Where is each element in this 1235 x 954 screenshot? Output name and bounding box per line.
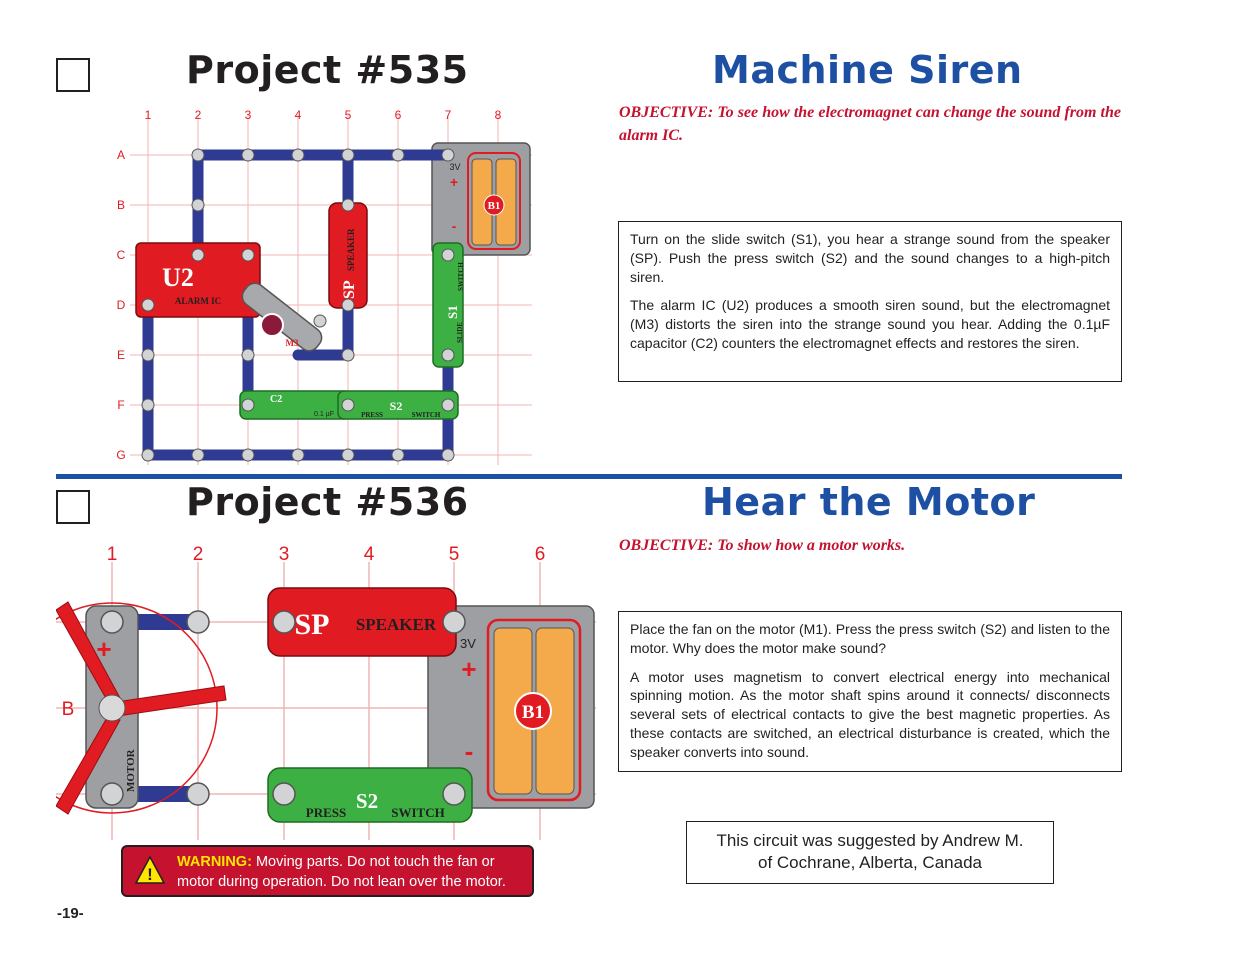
b1-536-minus: -	[465, 736, 474, 766]
row-label-e: E	[117, 348, 125, 362]
warning-label: WARNING:	[177, 854, 252, 870]
battery-b1-536: B1 3V + -	[427, 605, 595, 809]
battery-b1: B1 3V + -	[431, 142, 531, 256]
u2-label: U2	[162, 263, 194, 292]
s2-536-label: S2	[356, 789, 378, 813]
b1-minus: -	[452, 218, 457, 234]
row-label-d: D	[117, 298, 126, 312]
col-label-5: 5	[345, 108, 352, 122]
alarm-ic-u2: U2 ALARM IC	[135, 242, 261, 318]
capacitor-c2: C2 0.1 µF	[239, 390, 351, 420]
project-535-title: Project #535	[186, 48, 469, 92]
col536-label-6: 6	[535, 544, 546, 565]
sp-536-label: SP	[294, 608, 329, 641]
project-535-checkbox[interactable]	[56, 58, 90, 92]
fan-blade-icon	[56, 601, 227, 815]
s2-535-switch: SWITCH	[412, 411, 441, 419]
row-label-g: G	[116, 448, 125, 462]
project-536-name: Hear the Motor	[702, 480, 1036, 524]
project-535-description: Turn on the slide switch (S1), you hear …	[618, 221, 1122, 382]
s1-label: S1	[445, 305, 460, 319]
press-switch-s2-535: S2 PRESS SWITCH	[337, 390, 459, 420]
slide-switch-s1: S1 SWITCH SLIDE	[432, 242, 465, 368]
motor-plus: +	[96, 634, 111, 664]
col-label-6: 6	[395, 108, 402, 122]
electromagnet-m3: M3	[241, 282, 323, 352]
row536-label-b: B	[62, 699, 75, 720]
s2-536-switch: SWITCH	[391, 805, 444, 820]
project-535-para-1: Turn on the slide switch (S1), you hear …	[630, 231, 1110, 285]
m3-label: M3	[286, 338, 299, 348]
warning-symbol: !	[147, 865, 153, 884]
row-label-c: C	[117, 248, 126, 262]
sp-536-name: SPEAKER	[356, 615, 437, 634]
project-535-circuit-diagram: 1 2 3 4 5 6 7 8 A B C D E F G B1 3V + -	[116, 108, 532, 465]
row-label-a: A	[117, 148, 125, 162]
project-536-para-2: A motor uses magnetism to convert electr…	[630, 668, 1110, 760]
s1-sub: SLIDE	[456, 322, 464, 343]
s2-536-press: PRESS	[306, 805, 346, 820]
page-number: -19-	[57, 905, 84, 922]
credit-line-2: of Cochrane, Alberta, Canada	[758, 853, 982, 872]
col536-label-5: 5	[449, 544, 460, 565]
project-536-description: Place the fan on the motor (M1). Press t…	[618, 611, 1122, 772]
col-label-3: 3	[245, 108, 252, 122]
col536-label-4: 4	[364, 544, 375, 565]
b1-label: B1	[488, 200, 501, 212]
col536-label-1: 1	[107, 544, 118, 565]
c2-value: 0.1 µF	[314, 411, 334, 418]
warning-text: WARNING: Moving parts. Do not touch the …	[177, 852, 529, 892]
b1-536-plus: +	[461, 654, 476, 684]
b1-voltage: 3V	[449, 162, 460, 172]
row-label-f: F	[117, 398, 124, 412]
row-label-b: B	[117, 198, 125, 212]
col536-label-2: 2	[193, 544, 204, 565]
col-label-7: 7	[445, 108, 452, 122]
project-535-para-2: The alarm IC (U2) produces a smooth sire…	[630, 297, 1110, 351]
c2-label: C2	[270, 394, 282, 405]
project-535-objective: OBJECTIVE: To see how the electromagnet …	[619, 104, 1121, 144]
section-divider	[56, 474, 1122, 479]
b1-plus: +	[450, 174, 458, 190]
col-label-8: 8	[495, 108, 502, 122]
project-535-name: Machine Siren	[712, 48, 1023, 92]
sp-name: SPEAKER	[346, 228, 356, 271]
s2-535-press: PRESS	[361, 411, 383, 419]
col-label-4: 4	[295, 108, 302, 122]
credit-box: This circuit was suggested by Andrew M. …	[686, 821, 1054, 884]
col-label-1: 1	[145, 108, 152, 122]
project-536-checkbox[interactable]	[56, 490, 90, 524]
s1-name: SWITCH	[457, 262, 465, 291]
warning-message: Moving parts. Do not touch the fan or mo…	[177, 854, 506, 890]
col536-label-3: 3	[279, 544, 290, 565]
credit-line-1: This circuit was suggested by Andrew M.	[716, 831, 1024, 850]
u2-name: ALARM IC	[175, 296, 221, 306]
speaker-sp: SP SPEAKER	[328, 202, 368, 309]
warning-triangle-icon: !	[135, 855, 165, 884]
sp-label: SP	[341, 280, 358, 299]
b1-536-voltage: 3V	[460, 636, 476, 651]
project-536-para-1: Place the fan on the motor (M1). Press t…	[630, 621, 1110, 656]
s2-535-label: S2	[390, 399, 403, 413]
warning-box: ! WARNING: Moving parts. Do not touch th…	[121, 845, 534, 897]
project-536-title: Project #536	[186, 480, 469, 524]
motor-name: MOTOR	[125, 748, 137, 792]
col-label-2: 2	[195, 108, 202, 122]
speaker-sp-536: SP SPEAKER	[267, 587, 457, 657]
project-536-objective: OBJECTIVE: To show how a motor works.	[619, 537, 906, 554]
press-switch-s2-536: S2 PRESS SWITCH	[267, 767, 473, 823]
b1-536-label: B1	[522, 702, 544, 723]
project-536-circuit-diagram: 1 2 3 4 5 6 B B1 3V + - + MOTOR	[56, 544, 596, 840]
